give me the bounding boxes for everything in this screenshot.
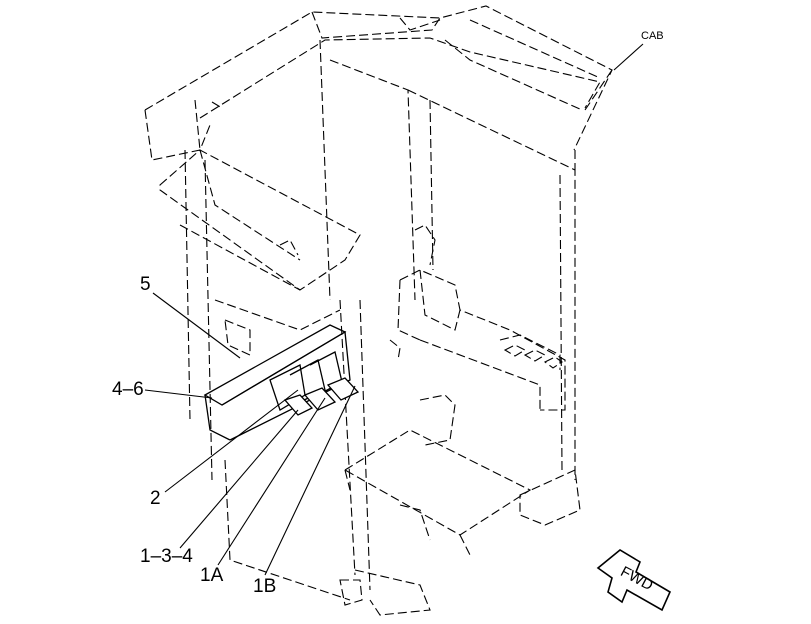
leader-cab bbox=[613, 43, 644, 71]
leader-1a bbox=[217, 397, 326, 566]
callout-2: 2 bbox=[150, 488, 161, 509]
cab-roof bbox=[144, 5, 613, 161]
callout-4-6: 4–6 bbox=[112, 379, 144, 400]
callout-1a: 1A bbox=[200, 565, 224, 586]
pedal-console bbox=[203, 324, 351, 441]
callout-1-3-4: 1–3–4 bbox=[140, 546, 193, 567]
leader-1b bbox=[264, 385, 356, 576]
callout-cab: CAB bbox=[641, 30, 664, 42]
pedal-1-3-4 bbox=[283, 394, 314, 416]
pedal-1a bbox=[303, 387, 337, 411]
leader-1-3-4 bbox=[179, 409, 299, 549]
floor-plate bbox=[339, 394, 581, 616]
leader-5 bbox=[152, 292, 241, 359]
operator-seat bbox=[389, 224, 566, 411]
cab-front-posts bbox=[184, 149, 371, 601]
leader-lines bbox=[144, 43, 644, 576]
leader-4-6 bbox=[144, 389, 213, 399]
cab-rear-frame bbox=[319, 39, 576, 480]
callout-1b: 1B bbox=[253, 576, 277, 597]
dashboard bbox=[159, 149, 361, 356]
leader-2 bbox=[164, 389, 299, 493]
callout-5: 5 bbox=[140, 274, 151, 295]
pedals bbox=[283, 377, 360, 416]
forward-arrow-icon bbox=[596, 549, 672, 612]
